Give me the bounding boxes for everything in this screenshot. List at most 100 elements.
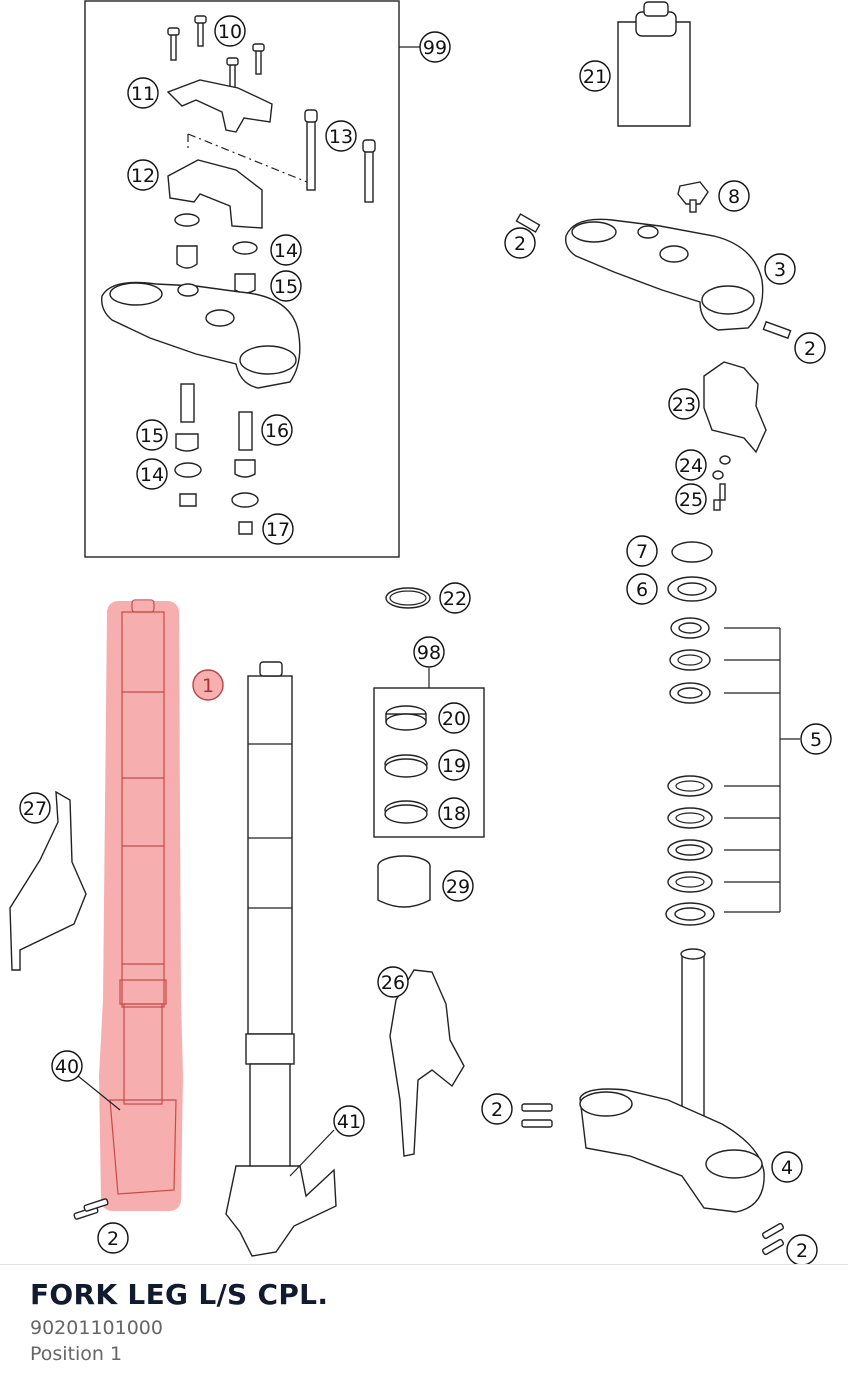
svg-text:23: 23 [672,394,696,416]
bearing-29 [377,855,431,908]
callout-25[interactable]: 25 [675,483,707,515]
callout-22[interactable]: 22 [439,582,471,614]
svg-text:16: 16 [265,420,289,442]
callout-21[interactable]: 21 [579,60,611,92]
svg-text:12: 12 [131,165,155,187]
callout-27[interactable]: 27 [19,792,51,824]
svg-text:15: 15 [274,276,298,298]
kit-98-frame [373,687,485,838]
svg-text:8: 8 [728,186,740,208]
callout-11[interactable]: 11 [127,77,159,109]
svg-text:24: 24 [679,455,703,477]
callout-14[interactable]: 14 [270,234,302,266]
svg-text:2: 2 [491,1099,503,1121]
svg-text:40: 40 [55,1056,79,1078]
screw-10-group [167,15,265,89]
svg-text:26: 26 [381,972,405,994]
callout-15[interactable]: 15 [136,419,168,451]
svg-text:17: 17 [266,519,290,541]
callout-12[interactable]: 12 [127,159,159,191]
callout-4[interactable]: 4 [771,1151,803,1183]
callout-2[interactable]: 2 [504,227,536,259]
part-title: FORK LEG L/S CPL. [30,1278,329,1311]
pin-15 [180,383,195,423]
svg-text:22: 22 [443,588,467,610]
callout-6[interactable]: 6 [626,573,658,605]
exploded-parts-diagram: 1 2 2 2 2 2 3 4 5 6 7 8 10 11 12 13 14 1… [9,0,832,1265]
callout-8[interactable]: 8 [718,180,750,212]
callout-14[interactable]: 14 [136,458,168,490]
footer-divider [0,1264,848,1265]
nut-8 [677,181,709,205]
callout-16[interactable]: 16 [261,414,293,446]
callout-40[interactable]: 40 [51,1050,83,1082]
callout-23[interactable]: 23 [668,388,700,420]
callout-19[interactable]: 19 [438,749,470,781]
callout-24[interactable]: 24 [675,449,707,481]
bearing-stack-5 [665,617,715,926]
callout-2[interactable]: 2 [794,332,826,364]
fork-leg-right [225,661,337,1257]
svg-text:14: 14 [274,240,298,262]
svg-text:29: 29 [446,876,470,898]
bolt-13 [304,109,376,203]
svg-text:25: 25 [679,489,703,511]
callout-5[interactable]: 5 [800,723,832,755]
callout-26[interactable]: 26 [377,966,409,998]
callout-29[interactable]: 29 [442,870,474,902]
svg-text:21: 21 [583,66,607,88]
svg-text:11: 11 [131,83,155,105]
callout-15[interactable]: 15 [270,270,302,302]
callout-1[interactable]: 1 [192,669,224,701]
bracket-23 [703,361,767,454]
svg-text:41: 41 [337,1111,361,1133]
svg-text:7: 7 [636,541,648,563]
svg-text:2: 2 [514,233,526,255]
svg-text:6: 6 [636,579,648,601]
svg-text:18: 18 [442,803,466,825]
svg-text:20: 20 [442,708,466,730]
callout-17[interactable]: 17 [262,513,294,545]
callout-20[interactable]: 20 [438,702,470,734]
handlebar-clamp-11 [166,79,273,133]
svg-text:15: 15 [140,425,164,447]
callout-2[interactable]: 2 [481,1093,513,1125]
svg-text:5: 5 [810,729,822,751]
position-label: Position 1 [30,1343,123,1365]
callout-2[interactable]: 2 [786,1234,818,1265]
nut-7 [671,541,713,563]
svg-text:4: 4 [781,1157,793,1179]
callout-41[interactable]: 41 [333,1105,365,1137]
kit-99-frame [84,0,400,558]
pin-16 [238,411,253,451]
part-info-panel: FORK LEG L/S CPL. 90201101000 Position 1 [30,1278,328,1365]
callout-99[interactable]: 99 [419,31,451,63]
part-number: 90201101000 [30,1317,163,1339]
svg-text:19: 19 [442,755,466,777]
svg-text:2: 2 [796,1240,808,1262]
svg-text:13: 13 [329,126,353,148]
bolt-2-upper [515,213,541,233]
svg-text:3: 3 [774,259,786,281]
callout-98[interactable]: 98 [413,636,445,668]
callout-7[interactable]: 7 [626,535,658,567]
guard-27 [9,790,87,971]
svg-text:10: 10 [218,21,242,43]
svg-text:98: 98 [417,642,441,664]
svg-text:2: 2 [804,338,816,360]
triple-clamp-lower-4 [579,948,765,1213]
guard-26 [389,969,465,1157]
callout-13[interactable]: 13 [325,120,357,152]
svg-text:1: 1 [202,675,214,697]
svg-text:14: 14 [140,464,164,486]
callout-2[interactable]: 2 [97,1222,129,1254]
callout-10[interactable]: 10 [214,15,246,47]
oil-can-21 [617,1,691,127]
fork-leg-1-highlighted[interactable] [99,599,183,1211]
callout-18[interactable]: 18 [438,797,470,829]
handlebar-clamp-12 [167,159,263,229]
callout-3[interactable]: 3 [764,253,796,285]
svg-text:27: 27 [23,798,47,820]
svg-text:99: 99 [423,37,447,59]
svg-text:2: 2 [107,1228,119,1250]
